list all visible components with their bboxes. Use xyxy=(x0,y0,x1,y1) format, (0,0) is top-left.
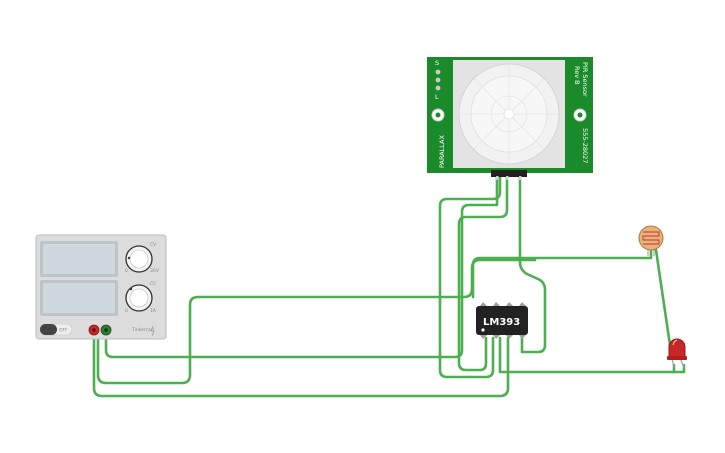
current-knob-min: 0 xyxy=(125,308,128,314)
power-supply-brand: Tinkercad xyxy=(131,327,154,333)
wire-pir-gnd[interactable] xyxy=(518,174,547,354)
current-knob-tag: CC xyxy=(150,281,156,287)
pir-pin-gnd[interactable] xyxy=(519,176,522,180)
wire-pir-vcc[interactable] xyxy=(438,174,502,379)
voltage-knob-tag: CV xyxy=(150,242,157,248)
current-display xyxy=(43,283,115,313)
pir-pin-out[interactable] xyxy=(506,176,509,180)
lightning-icon xyxy=(150,325,155,337)
current-knob-max: 1A xyxy=(150,308,157,314)
voltage-display xyxy=(43,244,115,274)
negative-terminal-hole xyxy=(104,328,108,332)
mounting-hole-left-center xyxy=(435,112,441,118)
chip-bottom-pins xyxy=(480,335,526,339)
power-switch[interactable] xyxy=(39,323,73,336)
pir-header xyxy=(491,170,527,177)
voltage-knob-max: 30V xyxy=(150,268,160,274)
wire-psu-positive-bottom[interactable] xyxy=(92,328,510,398)
led-base xyxy=(667,356,687,360)
wires xyxy=(92,174,686,398)
jumper-dot-1 xyxy=(435,69,441,75)
wire-pir-out[interactable] xyxy=(457,174,509,372)
voltage-knob-min: 0 xyxy=(125,268,128,274)
positive-terminal-hole xyxy=(92,328,96,332)
wire-led-chip[interactable] xyxy=(498,336,686,374)
chip-body xyxy=(476,306,528,335)
wire-ldr-chip[interactable] xyxy=(471,248,653,299)
pir-pin-vcc[interactable] xyxy=(496,176,499,180)
power-supply[interactable]: CV 0 30V CC 0 1A OFF Tinkercad xyxy=(35,234,167,340)
jumper-label-s: S xyxy=(435,59,439,67)
pir-sensor[interactable]: S L PARALLAX PIR Sensor Rev B 555-28027 xyxy=(427,57,593,180)
chip-top-pins xyxy=(480,302,526,306)
pir-title-label: PIR Sensor xyxy=(581,62,589,97)
photoresistor[interactable] xyxy=(638,225,664,256)
pir-brand-label: PARALLAX xyxy=(438,135,446,168)
jumper-dot-3 xyxy=(435,85,441,91)
chip-label: LM393 xyxy=(483,317,520,328)
pir-part-number: 555-28027 xyxy=(581,128,589,163)
led-highlight xyxy=(672,339,678,346)
jumper-label-l: L xyxy=(435,93,439,101)
wire-ldr-led[interactable] xyxy=(654,248,672,347)
current-knob[interactable] xyxy=(125,284,153,312)
mounting-hole-right-center xyxy=(577,112,583,118)
jumper-dot-2 xyxy=(435,77,441,83)
led[interactable] xyxy=(667,338,687,369)
led-body xyxy=(668,338,686,359)
lm393-chip[interactable]: LM393 xyxy=(476,302,528,339)
pir-revision-label: Rev B xyxy=(573,66,581,85)
wire-psu-negative[interactable] xyxy=(104,174,499,359)
chip-pin1-dot xyxy=(481,328,485,332)
power-switch-label: OFF xyxy=(59,328,68,334)
pir-dome-center xyxy=(503,108,515,120)
ldr-trace xyxy=(642,231,660,245)
voltage-knob[interactable] xyxy=(125,245,153,273)
